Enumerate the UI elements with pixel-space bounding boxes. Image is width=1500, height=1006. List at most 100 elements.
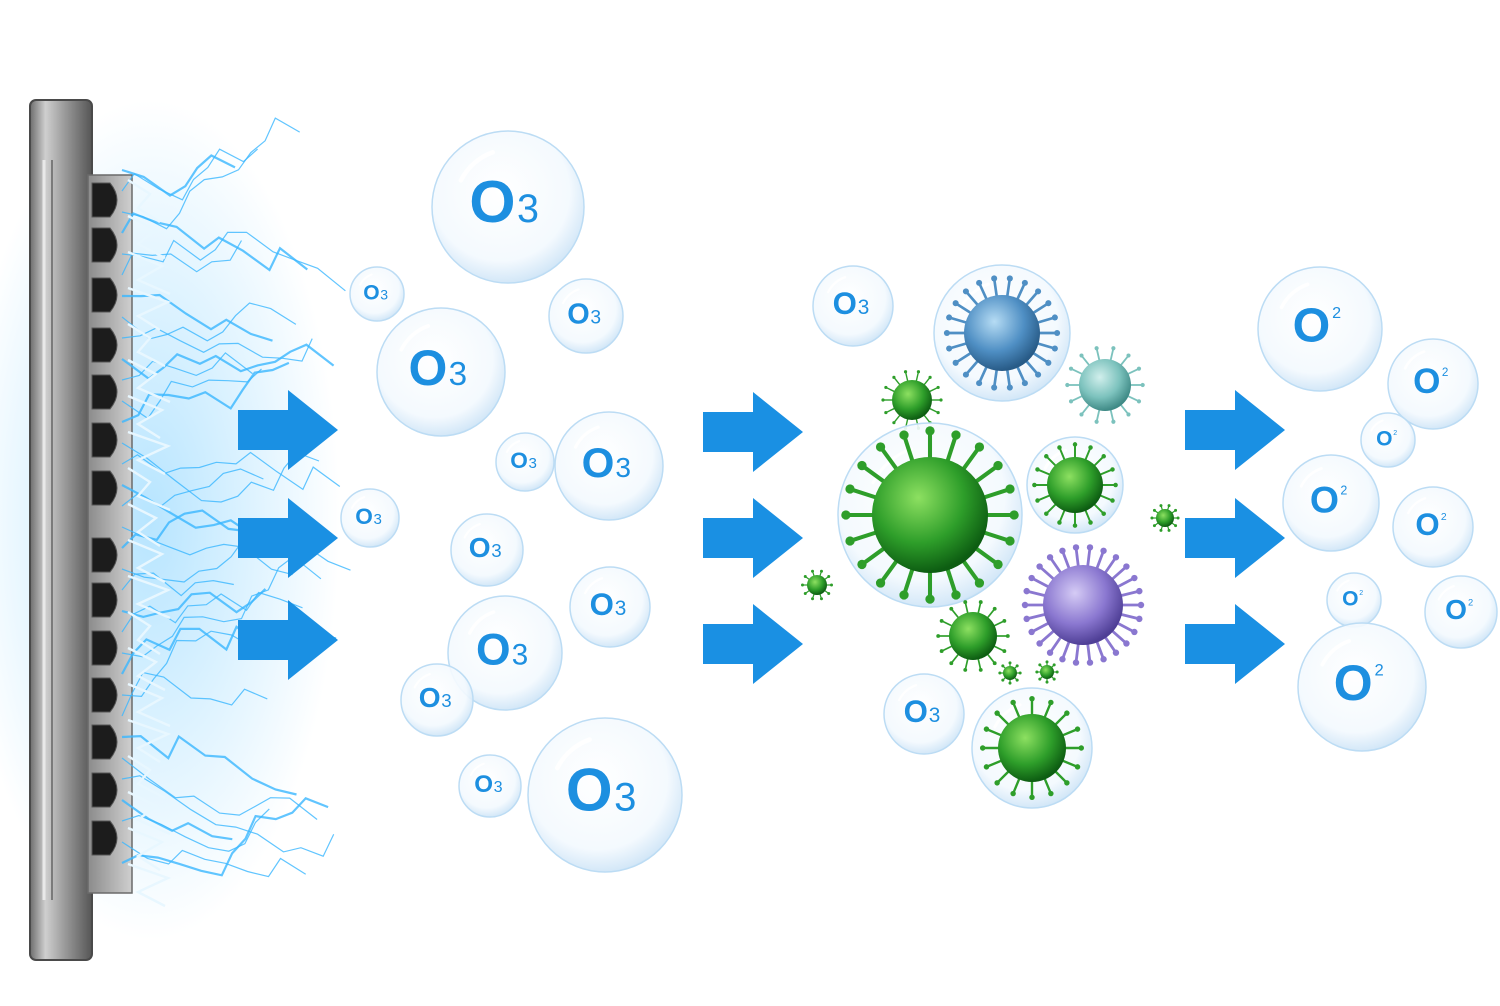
virus-spike-tip (1035, 371, 1042, 378)
virus-spike-tip (939, 649, 944, 654)
electrode-tip (91, 227, 118, 263)
virus-icon (971, 687, 1093, 809)
virus-spike-tip (963, 600, 968, 604)
virus-spike-tip (991, 275, 998, 282)
electrode-tip (91, 422, 118, 458)
electrode-tip (91, 772, 118, 808)
virus-spike-tip (936, 634, 941, 638)
virus-spike-tip (1064, 710, 1070, 716)
bubble-shine (554, 737, 592, 771)
spark-bolt (121, 154, 236, 197)
ozone-label: O3 (566, 756, 637, 823)
generator-frame (29, 99, 93, 961)
right-arrow-icon (1185, 604, 1285, 684)
virus-spike-tip (1057, 445, 1062, 450)
virus-spike-tip (1002, 618, 1007, 623)
spark-bolt (121, 484, 258, 539)
virus-spike-tip (819, 597, 823, 601)
spark-bolt (121, 352, 253, 381)
virus-spike-tip (1028, 628, 1035, 636)
bubble-shine (993, 703, 1022, 729)
bubble-shine (467, 610, 496, 635)
virus-spike-tip (1015, 664, 1019, 668)
virus-spike-tip (1057, 520, 1062, 525)
virus-icon (801, 569, 833, 601)
virus-spike-tip (811, 597, 815, 601)
spark-bolt (121, 797, 329, 877)
virus-spike-tip (1152, 508, 1156, 512)
spark-bolt (121, 293, 273, 342)
virus-spike-tip (1048, 790, 1054, 797)
ozone-label: O3 (904, 694, 941, 729)
virus-spike-tip (978, 668, 983, 672)
virus-spike-tip (1074, 726, 1081, 732)
virus-spike-tip (1136, 366, 1142, 371)
spark-bolt (121, 302, 297, 342)
virus-spike-tip (1064, 780, 1070, 786)
virus-spike-tip (1065, 382, 1070, 388)
virus-spike-tip (1028, 574, 1035, 582)
virus-icon (881, 370, 943, 430)
virus-spike-tip (892, 421, 896, 425)
virus-spike-tip (1113, 482, 1118, 488)
virus-spike-tip (1101, 511, 1106, 516)
molecule-symbol: O (566, 756, 613, 823)
virus-spike-tip (1131, 628, 1138, 636)
bubble-shine (1370, 419, 1384, 432)
bubble-icon: O2 (1392, 486, 1474, 568)
molecule-symbol: O (1342, 587, 1358, 610)
spark-bolt (121, 361, 290, 424)
virus-spike-tip (1023, 587, 1030, 595)
bubble-icon: O3 (376, 307, 506, 437)
right-arrow-icon (703, 604, 803, 684)
bubble-icon: O3 (450, 513, 524, 587)
ozone-label: O3 (469, 168, 539, 235)
virus-icon (998, 661, 1022, 685)
spark-bolt (121, 212, 308, 272)
bubble-shine (561, 288, 580, 305)
virus-spike-tip (1036, 563, 1043, 570)
molecule-symbol: O (1415, 507, 1439, 542)
bubble-icon: O2 (1326, 572, 1382, 628)
spark-core (127, 214, 166, 260)
virus-spike-tip (1059, 547, 1066, 554)
virus-spike-tip (1079, 353, 1084, 358)
virus-spike-tip (916, 370, 921, 374)
spark-core (127, 178, 161, 224)
virus-body (1043, 565, 1123, 645)
virus-body (892, 380, 932, 420)
spark-core (127, 826, 165, 872)
virus-spike-tip (974, 442, 985, 452)
virus-spike-tip (1009, 510, 1019, 520)
virus-spike-tip (1094, 346, 1099, 351)
oxygen-label: O2 (1445, 594, 1473, 625)
ozone-label: O3 (833, 286, 870, 321)
virus-spike-tip (1048, 699, 1054, 706)
virus-icon (933, 264, 1071, 402)
virus-spike-tip (1068, 399, 1074, 404)
virus-body (964, 295, 1040, 371)
molecule-symbol: O (469, 168, 515, 235)
virus-body (1047, 457, 1103, 513)
bubble-icon: O3 (548, 278, 624, 354)
virus-spike-tip (952, 300, 959, 307)
bubble-shine (1043, 448, 1067, 470)
virus-spike-tip (1051, 314, 1058, 321)
virus-spike-tip (1052, 677, 1056, 681)
virus-spike-tip (1054, 329, 1061, 337)
virus-spike-tip (1032, 482, 1037, 488)
spark-core (127, 430, 172, 476)
virus-spike-tip (1005, 484, 1015, 494)
virus-spike-tip (1150, 516, 1154, 520)
bubble-icon: O3 (812, 265, 894, 347)
virus-spike-tip (1159, 528, 1163, 532)
virus-spike-tip (1046, 554, 1054, 561)
virus-body (1079, 359, 1131, 411)
ozone-label: O3 (510, 448, 537, 473)
bubble-shine (1336, 579, 1350, 592)
virus-spike-tip (1126, 353, 1131, 358)
molecule-symbol: O (1310, 479, 1339, 521)
oxygen-number: 2 (1340, 483, 1347, 497)
